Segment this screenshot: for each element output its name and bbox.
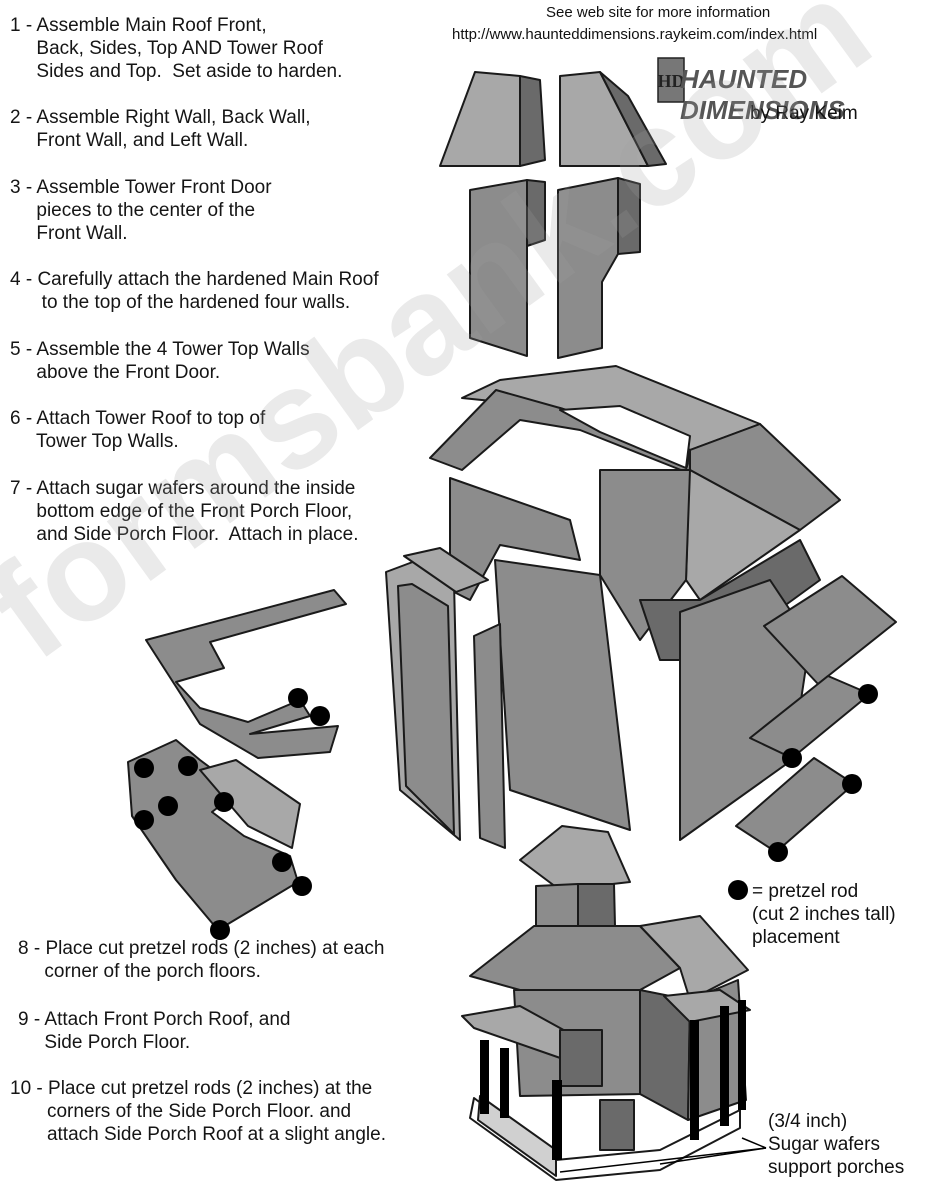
pretzel-markers	[134, 684, 878, 940]
pretzel-dot	[842, 774, 862, 794]
pretzel-dot	[292, 876, 312, 896]
side-porch-pieces	[735, 575, 897, 853]
step-9: 9 - Attach Front Porch Roof, and Side Po…	[18, 1009, 291, 1053]
pretzel-dot	[272, 852, 292, 872]
haunted-dimensions-logo: HD	[657, 57, 685, 103]
step-5: 5 - Assemble the 4 Tower Top Walls above…	[10, 339, 310, 383]
pretzel-dot	[782, 748, 802, 768]
pretzel-dot	[858, 684, 878, 704]
byline: by Ray Keim	[750, 103, 858, 124]
brand-title: HAUNTED DIMENSIONS	[680, 64, 845, 125]
pretzel-rod	[720, 1006, 729, 1126]
pretzel-dot	[310, 706, 330, 726]
legend-pretzel-dot	[728, 880, 748, 900]
step-3: 3 - Assemble Tower Front Door pieces to …	[10, 177, 272, 244]
pretzel-dot	[214, 792, 234, 812]
pretzel-legend: = pretzel rod (cut 2 inches tall) placem…	[752, 881, 896, 948]
step-1: 1 - Assemble Main Roof Front, Back, Side…	[10, 15, 343, 82]
pretzel-dot	[134, 758, 154, 778]
pretzel-dot	[158, 796, 178, 816]
main-roof-pieces	[439, 71, 667, 167]
pretzel-dot	[768, 842, 788, 862]
info-line: See web site for more information	[546, 4, 771, 21]
step-7: 7 - Attach sugar wafers around the insid…	[10, 478, 359, 545]
pretzel-dot	[288, 688, 308, 708]
step-4: 4 - Carefully attach the hardened Main R…	[10, 269, 379, 313]
assembled-pretzel-rods	[480, 1000, 746, 1160]
pretzel-rod	[480, 1040, 489, 1114]
pretzel-rod	[690, 1020, 699, 1140]
pretzel-rod	[738, 1000, 746, 1110]
pretzel-dot	[210, 920, 230, 940]
step-10: 10 - Place cut pretzel rods (2 inches) a…	[10, 1078, 386, 1145]
wafer-legend: (3/4 inch) Sugar wafers support porches	[768, 1111, 905, 1178]
step-6: 6 - Attach Tower Roof to top of Tower To…	[10, 408, 266, 452]
step-8: 8 - Place cut pretzel rods (2 inches) at…	[18, 938, 385, 982]
house-body	[385, 365, 841, 849]
assembled-house	[461, 825, 751, 1181]
pretzel-dot	[178, 756, 198, 776]
website-url[interactable]: http://www.haunteddimensions.raykeim.com…	[452, 26, 818, 43]
pretzel-dot	[134, 810, 154, 830]
tower-door-pieces	[469, 177, 641, 359]
pretzel-rod	[500, 1048, 509, 1118]
logo-letters: HD	[658, 71, 685, 91]
step-2: 2 - Assemble Right Wall, Back Wall, Fron…	[10, 107, 311, 151]
front-porch-floor-pieces	[127, 589, 347, 931]
pretzel-rod	[552, 1080, 562, 1160]
wafer-pointers	[559, 1137, 767, 1173]
